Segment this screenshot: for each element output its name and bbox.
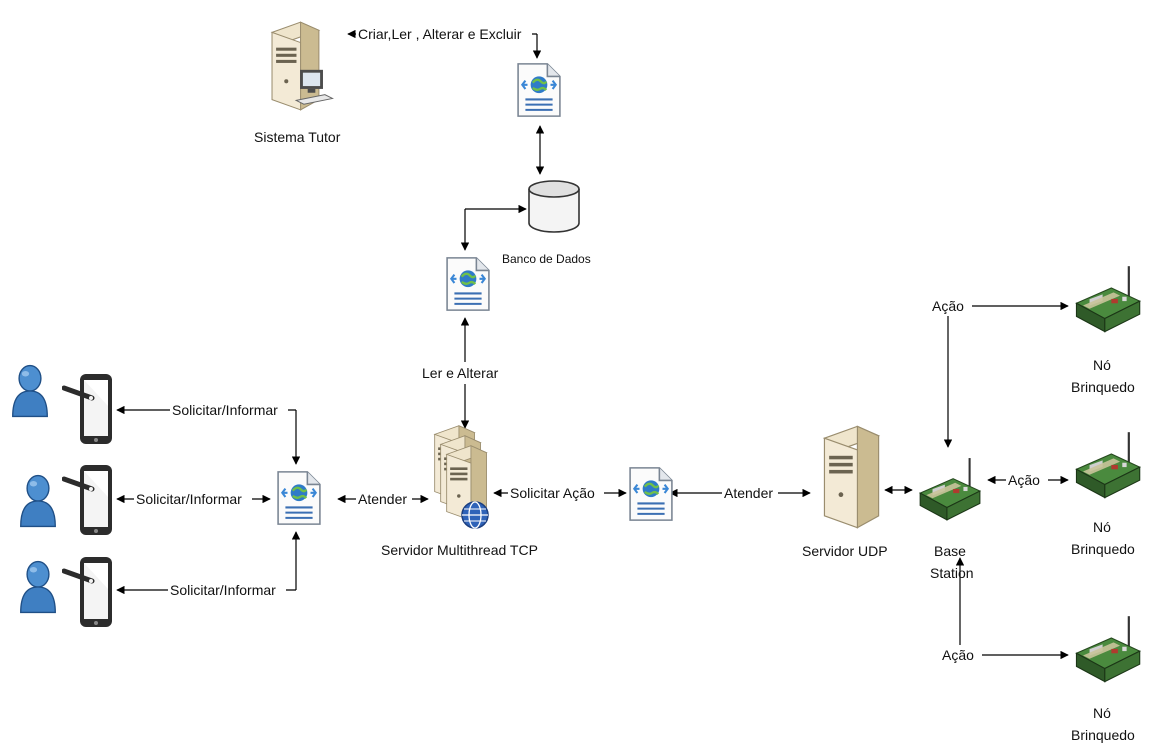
sensor-node-icon (1075, 265, 1141, 333)
edge-label-acao-top: Ação (932, 298, 964, 314)
client-3 (20, 557, 112, 627)
label-base-station-1: Base (934, 543, 966, 559)
node-brinquedo-bottom: Nó Brinquedo (1071, 615, 1141, 743)
edge-ler-alterar: Ler e Alterar (418, 317, 512, 429)
client-1 (12, 364, 112, 444)
edge-label-solicitar-3: Solicitar/Informar (170, 582, 276, 598)
web-document-icon (628, 466, 674, 522)
client-2 (20, 465, 112, 535)
node-brinquedo-top: Nó Brinquedo (1071, 265, 1141, 395)
label-no-2: Nó (1093, 519, 1111, 535)
tablet-icon (64, 557, 112, 627)
database-cylinder-icon (528, 180, 580, 233)
sensor-node-icon (1075, 615, 1141, 683)
edge-label-ler-alterar: Ler e Alterar (422, 365, 499, 381)
edge-label-solicitar-2: Solicitar/Informar (136, 491, 242, 507)
user-icon (12, 364, 48, 418)
web-document-icon (516, 62, 562, 118)
edge-label-acao-bottom: Ação (942, 647, 974, 663)
edge-acao-middle: Ação (987, 470, 1069, 490)
tablet-icon (64, 374, 112, 444)
node-sistema-tutor: Sistema Tutor (254, 22, 341, 145)
label-no-3: Nó (1093, 705, 1111, 721)
edge-tcp-doc-right: Solicitar Ação (493, 483, 627, 503)
edge-acao-top: Ação (930, 296, 1069, 448)
node-servidor-tcp: Servidor Multithread TCP (381, 425, 538, 558)
edge-doc-udp: Atender (669, 483, 811, 503)
edge-tablet1-doc: Solicitar/Informar (116, 400, 301, 465)
label-banco-de-dados: Banco de Dados (502, 252, 591, 266)
node-servidor-udp: Servidor UDP (802, 425, 888, 559)
edge-tablet2-doc: Solicitar/Informar (116, 489, 271, 509)
label-no-1: Nó (1093, 357, 1111, 373)
label-servidor-tcp: Servidor Multithread TCP (381, 542, 538, 558)
label-brinquedo-1: Brinquedo (1071, 379, 1135, 395)
workstation-icon (272, 22, 333, 110)
edge-label-atender-2: Atender (724, 485, 773, 501)
edge-label-atender-1: Atender (358, 491, 407, 507)
tablet-icon (64, 465, 112, 535)
edge-label-solicitar-acao: Solicitar Ação (510, 485, 595, 501)
label-base-station-2: Station (930, 565, 974, 581)
web-document-icon (276, 470, 322, 526)
node-banco-de-dados: Banco de Dados (502, 180, 591, 266)
globe-icon (461, 501, 489, 529)
node-brinquedo-middle: Nó Brinquedo (1071, 431, 1141, 557)
web-document-icon (445, 256, 491, 312)
user-icon (20, 560, 56, 614)
edge-doc-tcp: Atender (337, 489, 429, 509)
edge-label-acao-middle: Ação (1008, 472, 1040, 488)
edge-db-doc-middle (460, 204, 527, 251)
label-brinquedo-2: Brinquedo (1071, 541, 1135, 557)
user-icon (20, 474, 56, 528)
server-tower-icon (823, 425, 880, 529)
label-sistema-tutor: Sistema Tutor (254, 129, 341, 145)
node-base-station: Base Station (919, 457, 981, 581)
sensor-node-icon (919, 457, 981, 521)
sensor-node-icon (1075, 431, 1141, 499)
label-servidor-udp: Servidor UDP (802, 543, 888, 559)
edge-tablet3-doc: Solicitar/Informar (116, 531, 301, 600)
edge-tutor-crud: Criar,Ler , Alterar e Excluir (347, 24, 542, 59)
edge-acao-bottom: Ação (940, 557, 1069, 665)
edge-label-solicitar-1: Solicitar/Informar (172, 402, 278, 418)
edge-label-tutor-crud: Criar,Ler , Alterar e Excluir (358, 26, 522, 42)
label-brinquedo-3: Brinquedo (1071, 727, 1135, 743)
